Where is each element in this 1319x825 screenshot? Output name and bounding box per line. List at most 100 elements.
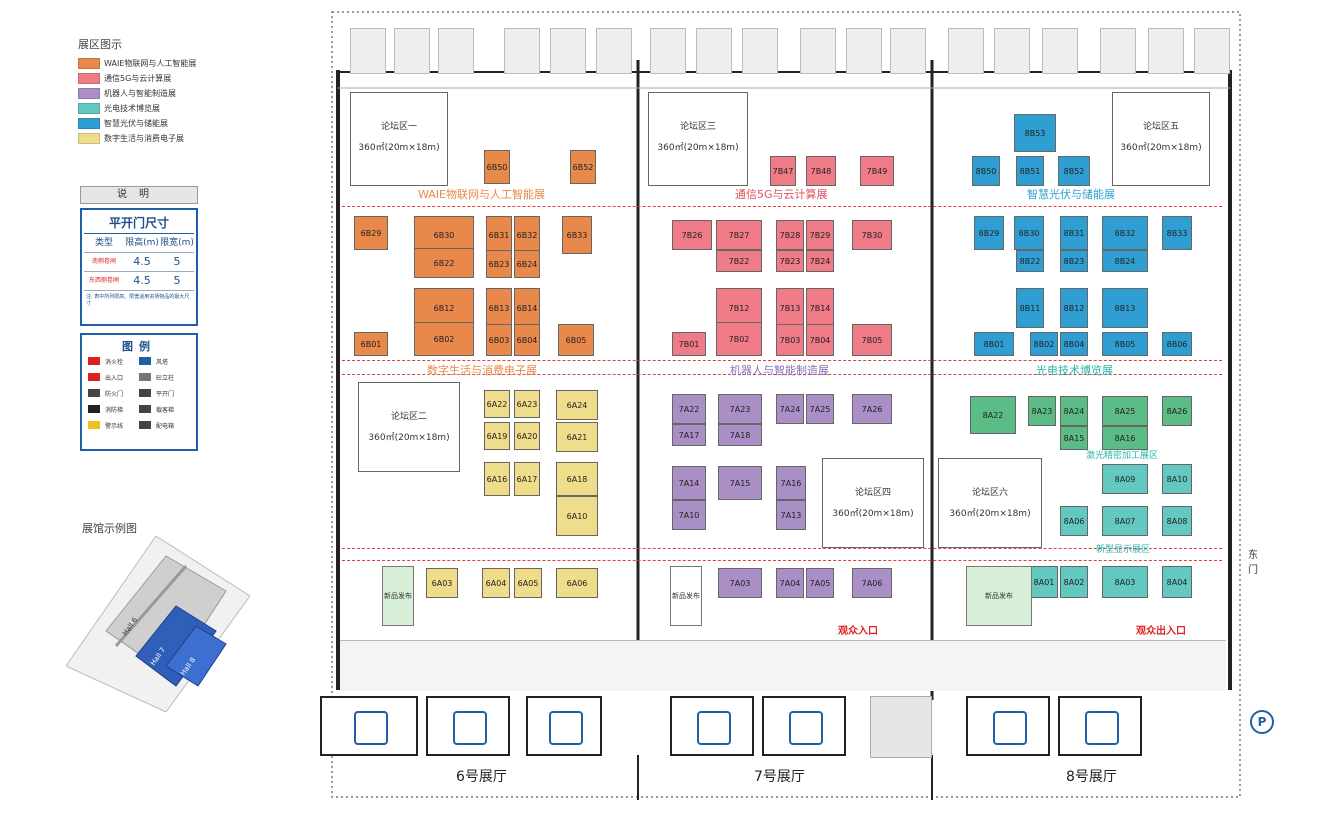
booth-6a18[interactable]: 6A18 — [556, 462, 598, 496]
booth-8b24[interactable]: 8B24 — [1102, 250, 1148, 272]
booth-7a03[interactable]: 7A03 — [718, 568, 762, 598]
booth-6a23[interactable]: 6A23 — [514, 390, 540, 418]
booth-6b33[interactable]: 6B33 — [562, 216, 592, 254]
booth-7b49[interactable]: 7B49 — [860, 156, 894, 186]
booth-8a24[interactable]: 8A24 — [1060, 396, 1088, 426]
booth-6b23[interactable]: 6B23 — [486, 250, 512, 278]
booth-8a22[interactable]: 8A22 — [970, 396, 1016, 434]
booth-8a25[interactable]: 8A25 — [1102, 396, 1148, 426]
booth-6b32[interactable]: 6B32 — [514, 216, 540, 254]
booth-6b13[interactable]: 6B13 — [486, 288, 512, 328]
booth-7a23[interactable]: 7A23 — [718, 394, 762, 424]
booth-8b11[interactable]: 8B11 — [1016, 288, 1044, 328]
booth-8b51[interactable]: 8B51 — [1016, 156, 1044, 186]
booth-8a15[interactable]: 8A15 — [1060, 426, 1088, 450]
booth-7a05[interactable]: 7A05 — [806, 568, 834, 598]
booth-6a20[interactable]: 6A20 — [514, 422, 540, 450]
booth-7b12[interactable]: 7B12 — [716, 288, 762, 328]
booth-8b22[interactable]: 8B22 — [1016, 250, 1044, 272]
booth-7a24[interactable]: 7A24 — [776, 394, 804, 424]
booth-7b13[interactable]: 7B13 — [776, 288, 804, 328]
booth-8b01[interactable]: 8B01 — [974, 332, 1014, 356]
booth-7a26[interactable]: 7A26 — [852, 394, 892, 424]
booth-8a07[interactable]: 8A07 — [1102, 506, 1148, 536]
booth-7b01[interactable]: 7B01 — [672, 332, 706, 356]
booth-7b27[interactable]: 7B27 — [716, 220, 762, 250]
booth-7a06[interactable]: 7A06 — [852, 568, 892, 598]
booth-7a04[interactable]: 7A04 — [776, 568, 804, 598]
booth-8a26[interactable]: 8A26 — [1162, 396, 1192, 426]
booth-6b02[interactable]: 6B02 — [414, 322, 474, 356]
booth-7a17[interactable]: 7A17 — [672, 424, 706, 446]
booth-8a16[interactable]: 8A16 — [1102, 426, 1148, 450]
booth-8b33[interactable]: 8B33 — [1162, 216, 1192, 250]
booth-8b13[interactable]: 8B13 — [1102, 288, 1148, 328]
booth-6a21[interactable]: 6A21 — [556, 422, 598, 452]
booth-6a24[interactable]: 6A24 — [556, 390, 598, 420]
booth-8b31[interactable]: 8B31 — [1060, 216, 1088, 250]
booth-6b22[interactable]: 6B22 — [414, 248, 474, 278]
booth-8b53[interactable]: 8B53 — [1014, 114, 1056, 152]
booth-8a10[interactable]: 8A10 — [1162, 464, 1192, 494]
booth-6b04[interactable]: 6B04 — [514, 324, 540, 356]
booth-6b12[interactable]: 6B12 — [414, 288, 474, 328]
booth-7b22[interactable]: 7B22 — [716, 250, 762, 272]
booth-6a05[interactable]: 6A05 — [514, 568, 542, 598]
booth-6a06[interactable]: 6A06 — [556, 568, 598, 598]
booth-6a22[interactable]: 6A22 — [484, 390, 510, 418]
booth-8a08[interactable]: 8A08 — [1162, 506, 1192, 536]
booth-8a09[interactable]: 8A09 — [1102, 464, 1148, 494]
booth-7a16[interactable]: 7A16 — [776, 466, 806, 500]
booth-7b30[interactable]: 7B30 — [852, 220, 892, 250]
booth-8b29[interactable]: 8B29 — [974, 216, 1004, 250]
booth-6a10[interactable]: 6A10 — [556, 496, 598, 536]
booth-8a23[interactable]: 8A23 — [1028, 396, 1056, 426]
booth-6b30[interactable]: 6B30 — [414, 216, 474, 254]
booth-8b50[interactable]: 8B50 — [972, 156, 1000, 186]
booth-8b05[interactable]: 8B05 — [1102, 332, 1148, 356]
booth-7b14[interactable]: 7B14 — [806, 288, 834, 328]
booth-7a13[interactable]: 7A13 — [776, 500, 806, 530]
booth-6b29[interactable]: 6B29 — [354, 216, 388, 250]
booth-8b23[interactable]: 8B23 — [1060, 250, 1088, 272]
booth-8b02[interactable]: 8B02 — [1030, 332, 1058, 356]
booth-8b12[interactable]: 8B12 — [1060, 288, 1088, 328]
booth-6a03[interactable]: 6A03 — [426, 568, 458, 598]
booth-7a22[interactable]: 7A22 — [672, 394, 706, 424]
booth-8b30[interactable]: 8B30 — [1014, 216, 1044, 250]
booth-6b50[interactable]: 6B50 — [484, 150, 510, 184]
booth-6b52[interactable]: 6B52 — [570, 150, 596, 184]
booth-8a02[interactable]: 8A02 — [1060, 566, 1088, 598]
booth-7a15[interactable]: 7A15 — [718, 466, 762, 500]
booth-7b26[interactable]: 7B26 — [672, 220, 712, 250]
booth-7a10[interactable]: 7A10 — [672, 500, 706, 530]
booth-8a06[interactable]: 8A06 — [1060, 506, 1088, 536]
booth-8a01[interactable]: 8A01 — [1030, 566, 1058, 598]
booth-6b03[interactable]: 6B03 — [486, 324, 512, 356]
booth-7b03[interactable]: 7B03 — [776, 324, 804, 356]
booth-7a25[interactable]: 7A25 — [806, 394, 834, 424]
booth-7b24[interactable]: 7B24 — [806, 250, 834, 272]
booth-7b29[interactable]: 7B29 — [806, 220, 834, 250]
booth-7a14[interactable]: 7A14 — [672, 466, 706, 500]
booth-8a04[interactable]: 8A04 — [1162, 566, 1192, 598]
booth-7b02[interactable]: 7B02 — [716, 322, 762, 356]
booth-7a18[interactable]: 7A18 — [718, 424, 762, 446]
booth-7b28[interactable]: 7B28 — [776, 220, 804, 250]
booth-7b05[interactable]: 7B05 — [852, 324, 892, 356]
booth-6b24[interactable]: 6B24 — [514, 250, 540, 278]
booth-8b52[interactable]: 8B52 — [1058, 156, 1090, 186]
booth-6a04[interactable]: 6A04 — [482, 568, 510, 598]
booth-7b48[interactable]: 7B48 — [806, 156, 836, 186]
booth-7b47[interactable]: 7B47 — [770, 156, 796, 186]
booth-7b23[interactable]: 7B23 — [776, 250, 804, 272]
booth-6a19[interactable]: 6A19 — [484, 422, 510, 450]
booth-8b04[interactable]: 8B04 — [1060, 332, 1088, 356]
booth-6b14[interactable]: 6B14 — [514, 288, 540, 328]
booth-6a17[interactable]: 6A17 — [514, 462, 540, 496]
booth-7b04[interactable]: 7B04 — [806, 324, 834, 356]
booth-8b32[interactable]: 8B32 — [1102, 216, 1148, 250]
booth-6a16[interactable]: 6A16 — [484, 462, 510, 496]
booth-8b06[interactable]: 8B06 — [1162, 332, 1192, 356]
booth-8a03[interactable]: 8A03 — [1102, 566, 1148, 598]
